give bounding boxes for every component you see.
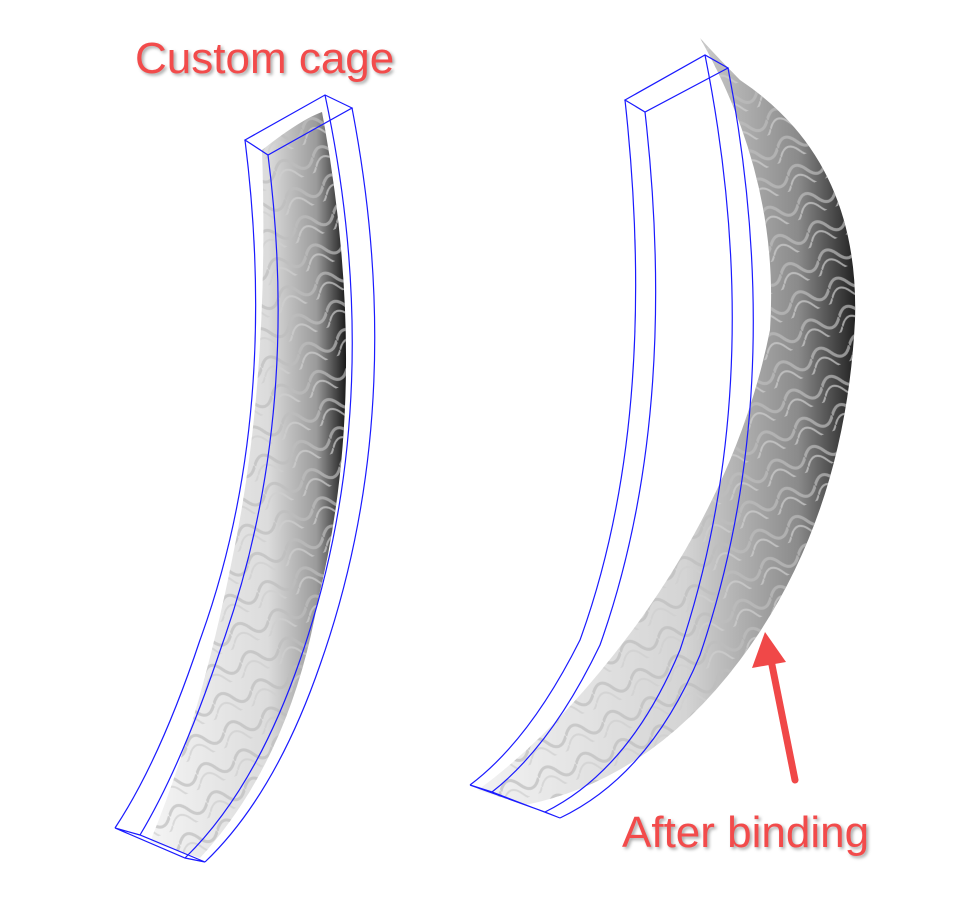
left-cage: [114, 94, 376, 863]
left-braid-model: [150, 112, 347, 858]
after-binding-label: After binding: [622, 808, 870, 857]
right-braid-model: [478, 38, 856, 805]
arrow-up-icon: [752, 632, 799, 784]
right-cage: [469, 54, 754, 819]
custom-cage-label: Custom cage: [135, 34, 395, 83]
